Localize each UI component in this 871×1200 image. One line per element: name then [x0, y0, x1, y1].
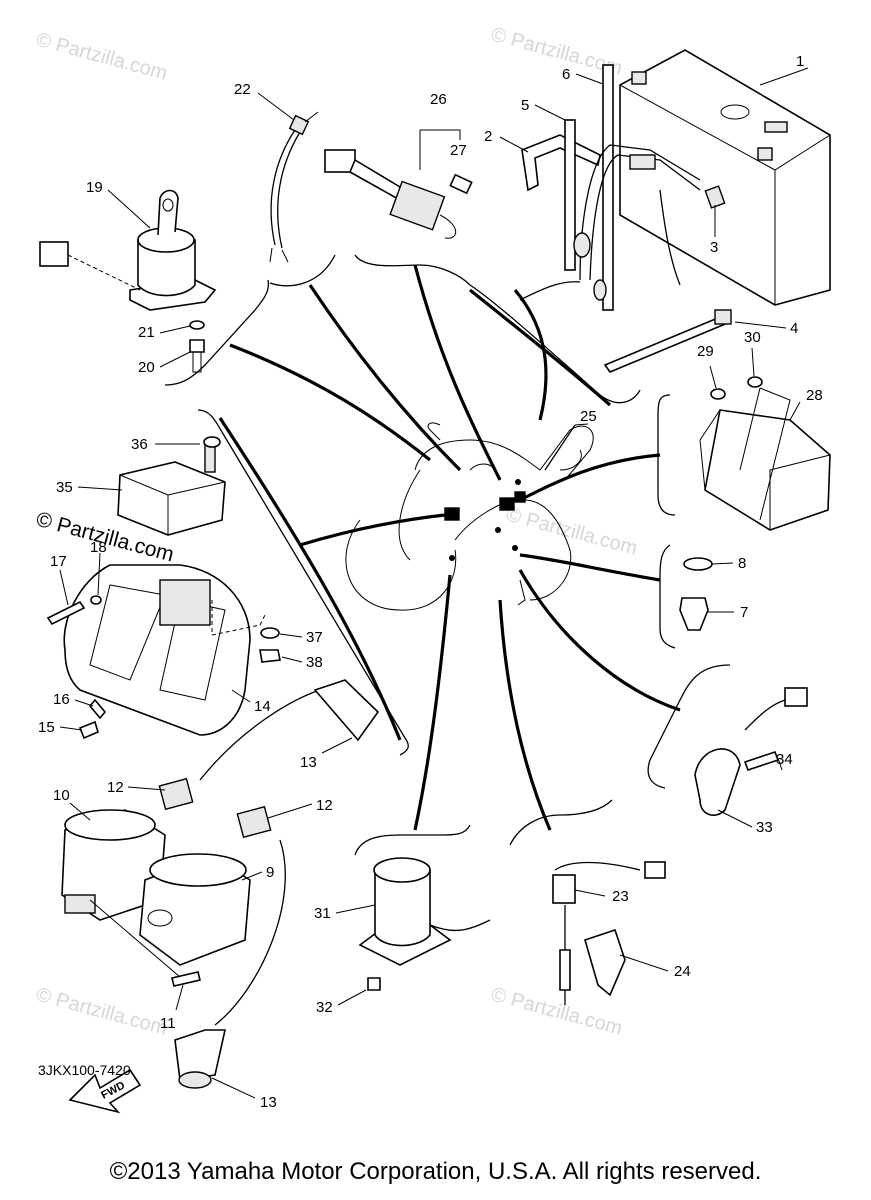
group-brackets [164, 254, 731, 856]
callout-33: 33 [756, 819, 773, 836]
rubber-cap-right [236, 805, 272, 839]
ignition-coil-1 [61, 809, 166, 921]
spark-plug-cap-upper [199, 679, 380, 781]
leader-lines [218, 264, 681, 831]
callout-20: 20 [138, 359, 155, 376]
starter-relay [358, 857, 491, 991]
watermark: © Partzilla.com [34, 984, 170, 1040]
callout-13a: 13 [300, 754, 317, 771]
fuse-holder-tube [564, 119, 576, 271]
callout-23: 23 [612, 888, 629, 905]
battery-bracket [521, 134, 601, 192]
thermo-switch [552, 861, 666, 1005]
diagram-code: 3JKX100-7420 [38, 1062, 131, 1078]
callout-12a: 12 [107, 779, 124, 796]
callout-35: 35 [56, 479, 73, 496]
fwd-arrow: FWD [68, 1068, 142, 1114]
ignitor-unit [699, 376, 831, 531]
battery-terminal-clip [704, 185, 726, 209]
callout-12b: 12 [316, 797, 333, 814]
callout-28: 28 [806, 387, 823, 404]
callout-27: 27 [450, 142, 467, 159]
breather-hose [602, 64, 614, 311]
callout-13b: 13 [260, 1094, 277, 1111]
motorcycle-outline [345, 422, 594, 611]
callout-14: 14 [254, 698, 271, 715]
callout-38: 38 [306, 654, 323, 671]
callout-5: 5 [521, 97, 529, 114]
callout-34: 34 [776, 751, 793, 768]
callout-6: 6 [562, 66, 570, 83]
callout-16: 16 [53, 691, 70, 708]
callout-1: 1 [796, 53, 804, 70]
callout-10: 10 [53, 787, 70, 804]
callout-11: 11 [160, 1015, 176, 1032]
callout-8: 8 [738, 555, 746, 572]
screw-11 [171, 971, 201, 987]
watermark: © Partzilla.com [489, 984, 625, 1040]
callout-2: 2 [484, 128, 492, 145]
callout-7: 7 [740, 604, 748, 621]
battery [619, 49, 831, 306]
callout-31: 31 [314, 905, 331, 922]
callout-21: 21 [138, 324, 155, 341]
callout-29: 29 [697, 343, 714, 360]
callout-37: 37 [306, 629, 323, 646]
callouts: 1 2 3 4 5 6 7 8 9 10 11 12 12 13 13 14 1… [38, 53, 823, 1111]
callout-15: 15 [38, 719, 55, 736]
callout-4: 4 [790, 320, 798, 337]
callout-17: 17 [50, 553, 67, 570]
neutral-switch [694, 687, 808, 816]
ignition-coil-2 [139, 853, 251, 966]
callout-3: 3 [710, 239, 718, 256]
callout-26: 26 [430, 91, 447, 108]
callout-18: 18 [90, 539, 107, 556]
watermark: © Partzilla.com [504, 504, 640, 560]
callout-36: 36 [131, 436, 148, 453]
callout-30: 30 [744, 329, 761, 346]
callout-9: 9 [266, 864, 274, 881]
rubber-cap-left [158, 777, 194, 811]
callout-24: 24 [674, 963, 691, 980]
switch-7 [679, 597, 709, 631]
callout-32: 32 [316, 999, 333, 1016]
cover [46, 564, 281, 740]
spark-plug-cap-lower [174, 839, 286, 1089]
callout-25: 25 [580, 408, 597, 425]
fuse-box-part [544, 424, 576, 471]
watermark: © Partzilla.com [34, 29, 170, 85]
callout-19: 19 [86, 179, 103, 196]
gasket-8 [683, 557, 713, 571]
copyright-notice: ©2013 Yamaha Motor Corporation, U.S.A. A… [109, 1158, 762, 1185]
fuse-holder [324, 129, 473, 239]
callout-22: 22 [234, 81, 251, 98]
rectifier-regulator [117, 436, 226, 536]
main-switch [39, 189, 217, 373]
speedometer-wire [269, 111, 319, 263]
cable-tie-head [714, 309, 732, 325]
battery-wiring [519, 144, 701, 301]
